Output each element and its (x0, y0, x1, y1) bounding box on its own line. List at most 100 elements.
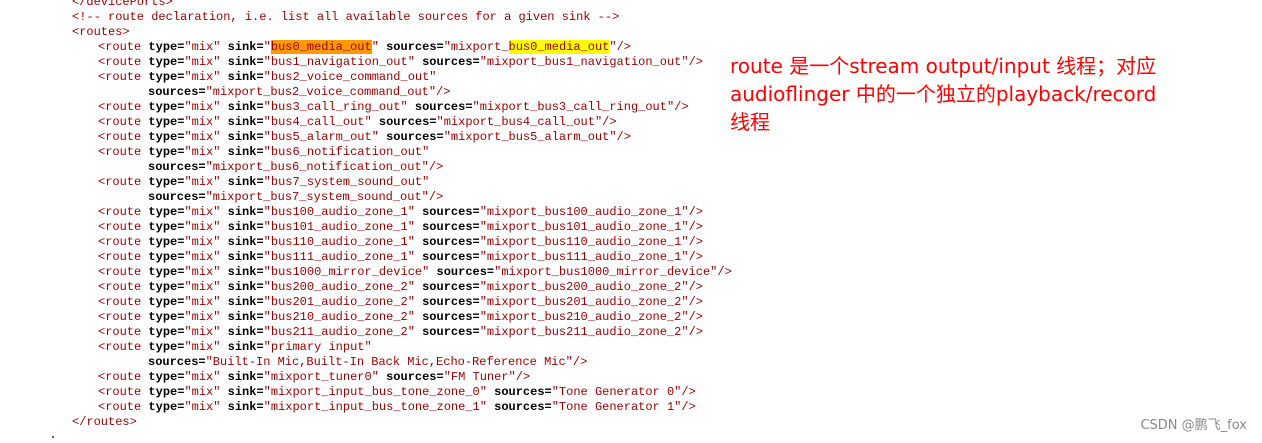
attr-sink: sink= (227, 295, 264, 309)
attr-sources: sources= (148, 160, 206, 174)
sink-value: "bus200_audio_zone_2" (263, 280, 415, 294)
sink-value: "primary input" (263, 340, 372, 354)
sink-value: "mixport_input_bus_tone_zone_0" (263, 385, 487, 399)
route-tag-open: <route (98, 310, 142, 324)
sink-value: "bus2_voice_command_out" (263, 70, 437, 84)
route-tag-close: /> (674, 100, 689, 114)
stray-dot (52, 436, 54, 438)
sources-value: "mixport_bus211_audio_zone_2" (479, 325, 689, 339)
route-tag-close: /> (717, 265, 732, 279)
attr-sink: sink= (227, 385, 264, 399)
code-line-route-continued: sources="mixport_bus2_voice_command_out"… (0, 85, 732, 100)
sources-value: "Tone Generator 1" (551, 400, 682, 414)
route-tag-open: <route (98, 400, 142, 414)
attr-sources: sources= (436, 265, 495, 279)
code-line-route: <route type="mix" sink="bus6_notificatio… (0, 145, 732, 160)
attr-type: type= (148, 145, 185, 159)
route-tag-open: <route (98, 100, 142, 114)
sources-value: "mixport_bus4_call_out" (436, 115, 603, 129)
type-value: "mix" (184, 295, 221, 309)
type-value: "mix" (184, 70, 221, 84)
route-tag-open: <route (98, 145, 142, 159)
code-line-route: <route type="mix" sink="bus111_audio_zon… (0, 250, 732, 265)
route-tag-open: <route (98, 325, 142, 339)
attr-sources: sources= (386, 40, 444, 54)
route-tag-open: <route (98, 235, 142, 249)
sink-value: "bus3_call_ring_out" (263, 100, 408, 114)
sink-value: "bus5_alarm_out" (263, 130, 379, 144)
attr-sink: sink= (227, 250, 264, 264)
attr-sources: sources= (422, 235, 480, 249)
route-tag-close: /> (428, 190, 444, 204)
route-tag-close: /> (515, 370, 531, 384)
code-line-route: <route type="mix" sink="bus2_voice_comma… (0, 70, 732, 85)
sources-value: "mixport_bus111_audio_zone_1" (479, 250, 689, 264)
sink-value: "mixport_input_bus_tone_zone_1" (263, 400, 487, 414)
attr-type: type= (148, 40, 185, 54)
sink-value: "bus111_audio_zone_1" (263, 250, 415, 264)
attr-sources: sources= (148, 355, 206, 369)
route-tag-open: <route (98, 340, 142, 354)
sink-value: "bus0_media_out" (263, 40, 379, 54)
sources-value: "mixport_bus101_audio_zone_1" (479, 220, 689, 234)
attr-type: type= (148, 55, 185, 69)
type-value: "mix" (184, 370, 221, 384)
type-value: "mix" (184, 265, 221, 279)
code-line-route: <route type="mix" sink="bus4_call_out" s… (0, 115, 732, 130)
route-tag-close: /> (688, 220, 703, 234)
sources-value: "mixport_bus210_audio_zone_2" (479, 310, 689, 324)
route-tag-open: <route (98, 250, 142, 264)
sink-value: "bus7_system_sound_out" (263, 175, 430, 189)
type-value: "mix" (184, 280, 221, 294)
route-tag-close: /> (688, 295, 703, 309)
sources-value: "mixport_bus1000_mirror_device" (494, 265, 718, 279)
code-line-route: <route type="mix" sink="mixport_input_bu… (0, 385, 732, 400)
attr-sources: sources= (148, 190, 206, 204)
route-tag-close: /> (688, 250, 703, 264)
attr-type: type= (148, 250, 185, 264)
sink-value: "bus211_audio_zone_2" (263, 325, 415, 339)
attr-sources: sources= (422, 280, 480, 294)
attr-sources: sources= (386, 130, 444, 144)
sink-value: "bus100_audio_zone_1" (263, 205, 415, 219)
code-line-comment: <!-- route declaration, i.e. list all av… (72, 10, 620, 24)
attr-sources: sources= (494, 385, 552, 399)
code-line-route-continued: sources="Built-In Mic,Built-In Back Mic,… (0, 355, 732, 370)
code-line-route: <route type="mix" sink="bus211_audio_zon… (0, 325, 732, 340)
attr-sink: sink= (227, 70, 264, 84)
type-value: "mix" (184, 145, 221, 159)
route-tag-close: /> (572, 355, 588, 369)
type-value: "mix" (184, 175, 221, 189)
attr-type: type= (148, 385, 185, 399)
sources-value: "mixport_bus7_system_sound_out" (205, 190, 429, 204)
route-tag-close: /> (688, 235, 703, 249)
sources-value: "mixport_bus0_media_out" (443, 40, 617, 54)
attr-sink: sink= (227, 325, 264, 339)
sink-value: "bus4_call_out" (263, 115, 372, 129)
route-tag-close: /> (688, 205, 703, 219)
route-tag-open: <route (98, 115, 142, 129)
sink-value: "bus1_navigation_out" (263, 55, 415, 69)
route-tag-open: <route (98, 295, 142, 309)
code-line-route: <route type="mix" sink="bus201_audio_zon… (0, 295, 732, 310)
attr-type: type= (148, 130, 185, 144)
code-line-route: <route type="mix" sink="bus7_system_soun… (0, 175, 732, 190)
attr-sink: sink= (227, 340, 264, 354)
attr-sources: sources= (494, 400, 552, 414)
code-line-route: <route type="mix" sink="bus0_media_out" … (0, 40, 732, 55)
route-tag-close: /> (616, 130, 631, 144)
sources-value: "mixport_bus2_voice_command_out" (205, 85, 437, 99)
sources-value: "Tone Generator 0" (551, 385, 682, 399)
attr-sink: sink= (227, 40, 264, 54)
attr-sink: sink= (227, 370, 264, 384)
route-tag-open: <route (98, 385, 142, 399)
sources-value: "Built-In Mic,Built-In Back Mic,Echo-Ref… (205, 355, 573, 369)
attr-type: type= (148, 295, 185, 309)
type-value: "mix" (184, 130, 221, 144)
annotation-line-1: route 是一个stream output/input 线程；对应 (730, 54, 1157, 78)
sink-value: "bus110_audio_zone_1" (263, 235, 415, 249)
sources-value: "mixport_bus1_navigation_out" (479, 55, 689, 69)
csdn-watermark: CSDN @鹏飞_fox (1140, 418, 1247, 433)
attr-sources: sources= (422, 310, 480, 324)
type-value: "mix" (184, 235, 221, 249)
